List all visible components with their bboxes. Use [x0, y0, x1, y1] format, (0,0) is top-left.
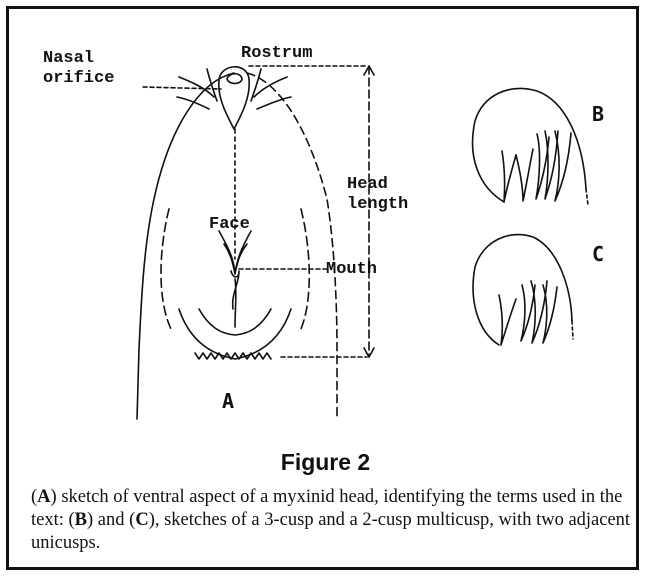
tooth-c-sketch [473, 235, 573, 345]
caption-ref-b: B [75, 510, 87, 530]
barbel-right-2 [257, 97, 291, 109]
oral-fold-left [199, 309, 235, 335]
caption-text-2: ) and ( [87, 510, 135, 530]
caption-ref-a: A [37, 487, 50, 507]
nasal-orifice [227, 74, 242, 84]
label-face: Face [209, 215, 250, 234]
label-nasal: Nasal [43, 49, 94, 68]
panel-label-a: A [222, 389, 234, 413]
panel-label-c: C [592, 242, 604, 266]
nasal-leader [143, 87, 221, 89]
label-orifice: orifice [43, 69, 114, 88]
panel-label-b: B [592, 102, 604, 126]
label-length: length [347, 195, 408, 214]
head-outline-right [247, 73, 337, 419]
label-mouth: Mouth [326, 260, 377, 279]
barbel-right-3 [251, 69, 261, 101]
mouth-mass [231, 271, 239, 327]
inner-contour-left [161, 209, 171, 329]
figure-title: Figure 2 [9, 449, 642, 476]
label-rostrum: Rostrum [241, 44, 312, 63]
head-sketch [137, 67, 337, 419]
figure-frame: Nasal orifice Rostrum Head length Face M… [6, 6, 639, 570]
tooth-b-sketch [473, 89, 588, 205]
oral-fold-right [235, 309, 271, 335]
label-head: Head [347, 175, 388, 194]
caption-ref-c: C [135, 510, 148, 530]
head-outline [137, 73, 234, 419]
figure-caption: (A) sketch of ventral aspect of a myxini… [31, 486, 631, 555]
